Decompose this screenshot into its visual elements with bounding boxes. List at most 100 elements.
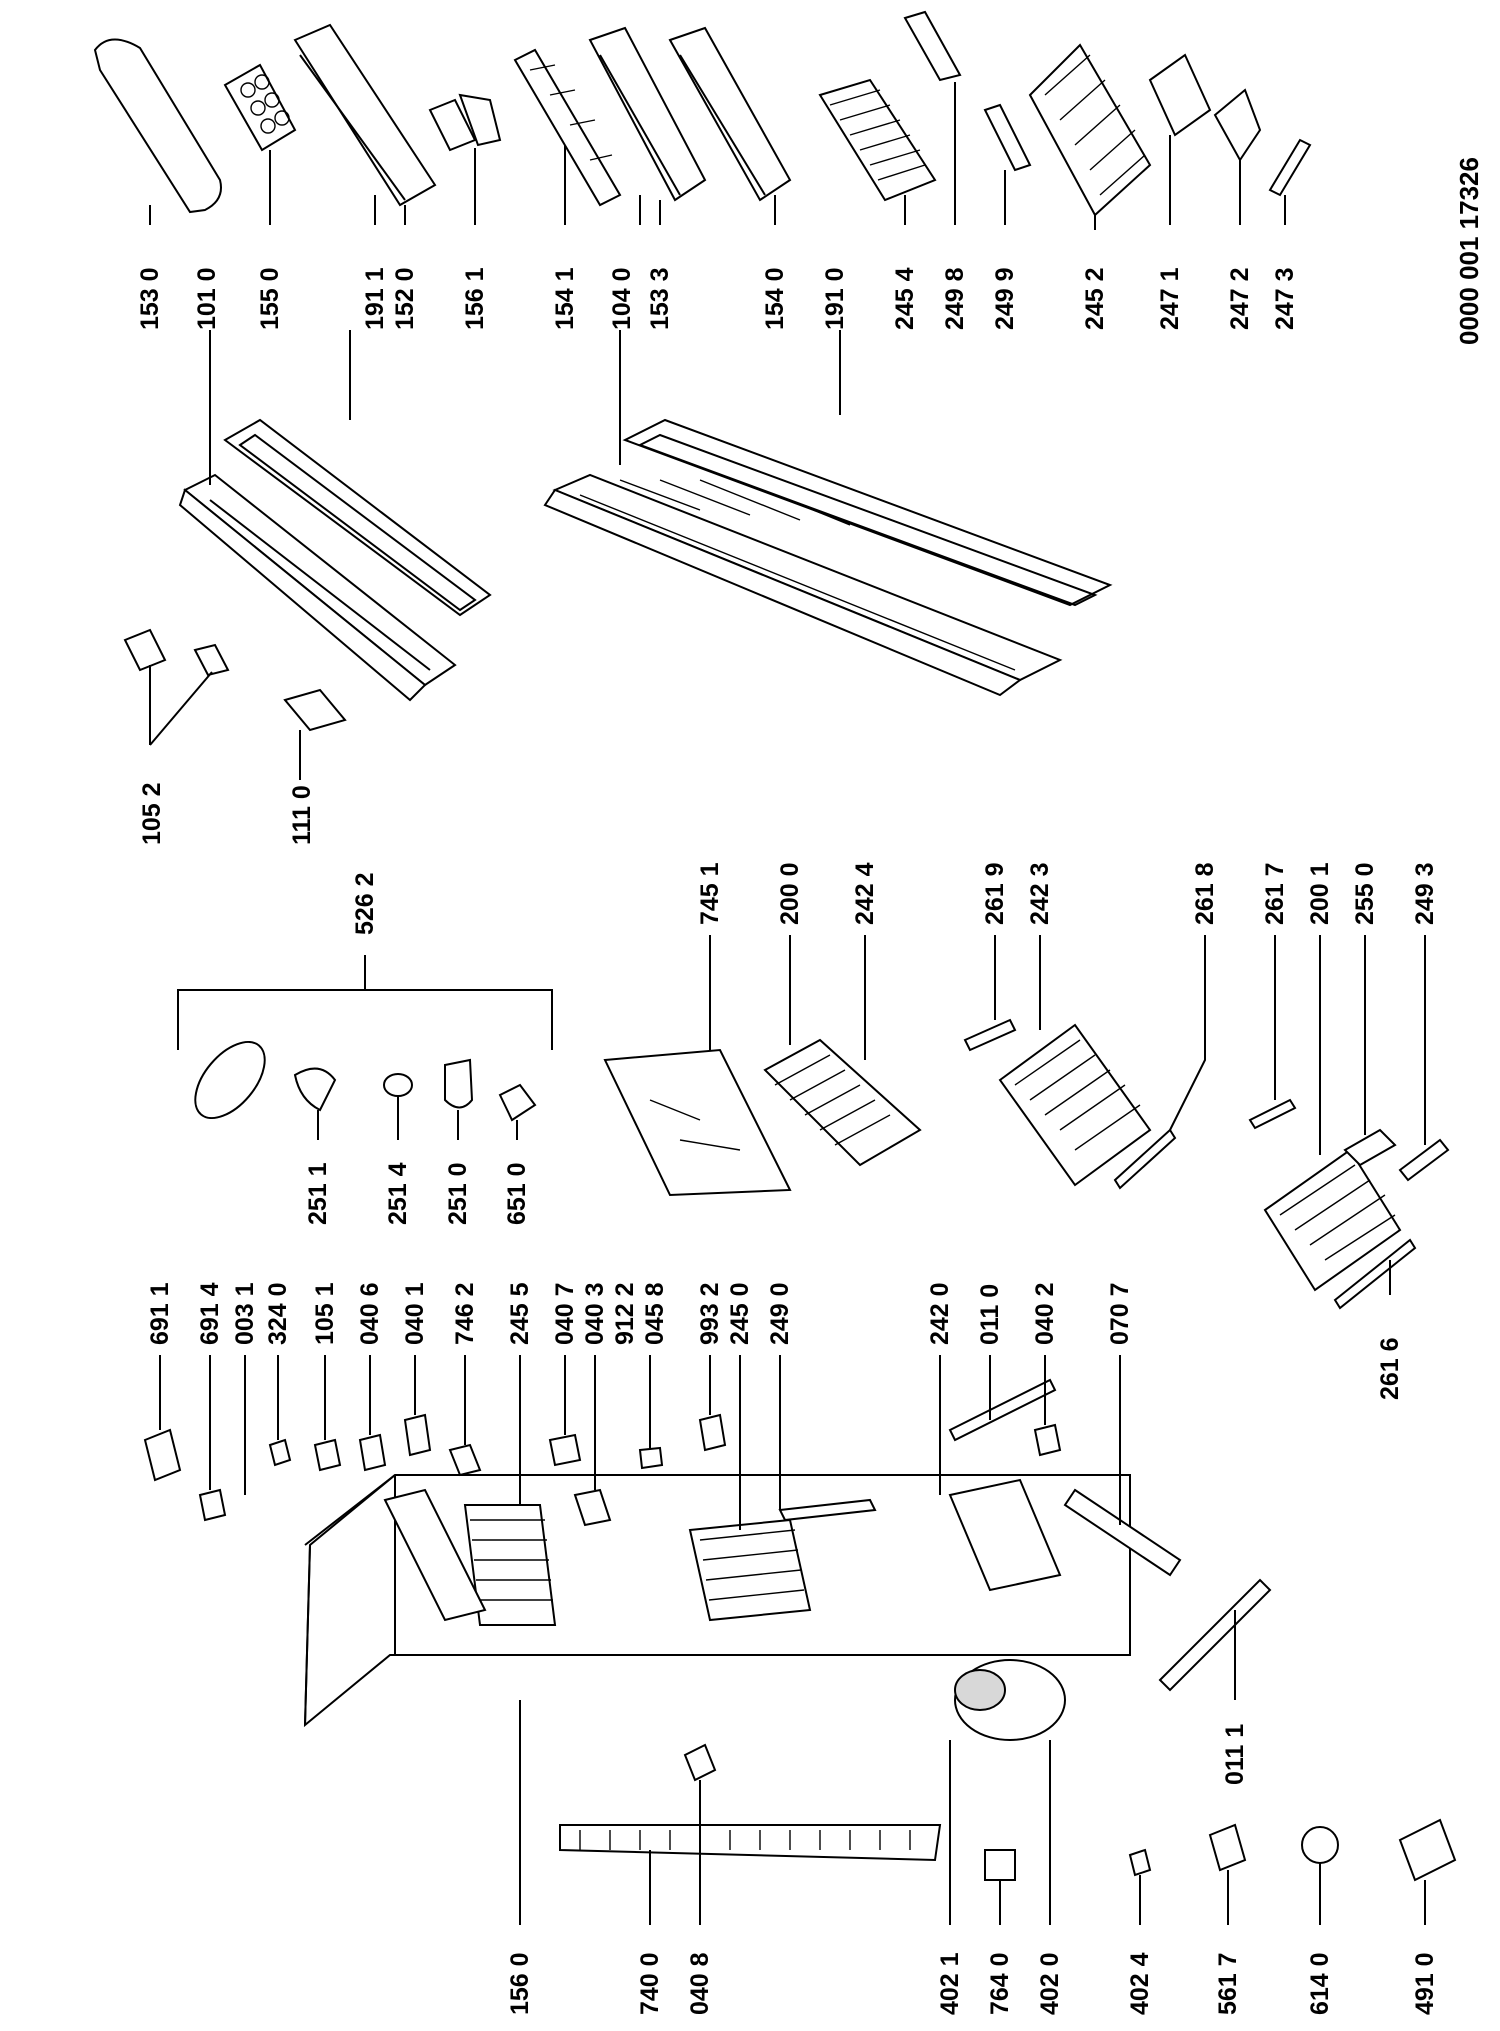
part-261-8-rail [1113,1128,1177,1190]
part-040-8 [683,1743,717,1782]
label-153-0: 153 0 [136,267,164,330]
label-040-3: 040 3 [581,1282,609,1345]
label-156-1: 156 1 [461,267,489,330]
label-242-4: 242 4 [851,862,879,925]
label-651-0: 651 0 [503,1162,531,1225]
label-101-0: 101 0 [193,267,221,330]
label-993-2: 993 2 [696,1282,724,1345]
part-111-0 [283,688,347,732]
doors-group: 105 2 111 0 [123,330,1113,845]
part-247-2 [1213,88,1262,162]
part-251-4 [383,1073,413,1097]
label-324-0: 324 0 [264,1282,292,1345]
label-402-0: 402 0 [1036,1952,1064,2015]
cabinet-group: 691 1 691 4 003 1 324 0 105 1 040 6 040 … [143,1282,1457,2015]
part-746-2 [448,1443,482,1477]
part-691-4 [198,1488,227,1522]
part-242-0-drawer [948,1478,1062,1592]
label-200-1: 200 1 [1306,862,1334,925]
light-and-drawer-group: 526 2 251 1 251 4 251 0 651 0 [177,862,1450,1400]
label-242-0: 242 0 [926,1282,954,1345]
part-993-2 [698,1413,727,1452]
label-255-0: 255 0 [1351,862,1379,925]
label-745-1: 745 1 [696,862,724,925]
part-155-0 [223,63,297,152]
part-105-1 [313,1438,342,1472]
label-111-0: 111 0 [288,785,316,845]
part-651-0 [498,1083,537,1122]
label-152-0: 152 0 [391,267,419,330]
part-402-4 [1128,1848,1152,1877]
door-accessories-group: 153 0 101 0 155 0 191 1 152 0 156 1 154 … [93,10,1484,345]
part-261-7-rail [1248,1098,1297,1130]
part-255-0 [1343,1128,1397,1167]
part-249-8 [903,10,962,82]
label-156-0: 156 0 [506,1952,534,2015]
bracket-526-2 [177,989,553,1050]
part-light-cover [194,1040,266,1120]
part-191-0-gasket [622,418,1113,607]
label-040-7: 040 7 [551,1282,579,1345]
label-691-4: 691 4 [196,1282,224,1345]
label-154-1: 154 1 [551,267,579,330]
label-105-1: 105 1 [311,1282,339,1345]
part-105-2-hinge [123,628,167,672]
part-040-7 [548,1433,582,1467]
part-614-0 [1301,1826,1339,1864]
part-070-7-rail [1063,1488,1182,1577]
label-740-0: 740 0 [636,1952,664,2015]
label-614-0: 614 0 [1306,1952,1334,2015]
label-402-1: 402 1 [936,1952,964,2015]
part-040-3-bracket [573,1488,612,1527]
part-251-1 [293,1067,337,1112]
label-251-4: 251 4 [384,1162,412,1225]
part-200-1-drawer [1263,1148,1402,1292]
label-011-0: 011 0 [976,1284,1004,1345]
part-245-2-shelf [1028,43,1152,217]
label-154-0: 154 0 [761,267,789,330]
part-003-1-panel [383,1488,487,1622]
label-561-7: 561 7 [1214,1952,1242,2015]
label-105-2: 105 2 [138,782,166,845]
label-261-8: 261 8 [1191,862,1219,925]
label-245-4: 245 4 [891,267,919,330]
label-247-2: 247 2 [1226,267,1254,330]
part-251-0 [444,1058,474,1109]
label-261-6: 261 6 [1376,1337,1404,1400]
part-402-0-compressor [954,1659,1066,1741]
label-040-2: 040 2 [1031,1282,1059,1345]
label-251-0: 251 0 [444,1162,472,1225]
label-912-2: 912 2 [611,1282,639,1345]
part-740-0-condenser [559,1824,942,1862]
label-249-8: 249 8 [941,267,969,330]
part-104-0-shelf [588,26,707,202]
label-249-0: 249 0 [766,1282,794,1345]
label-011-1: 011 1 [1221,1724,1249,1785]
document-number: 0000 001 17326 [1454,157,1484,345]
part-153-0 [93,38,222,214]
label-242-3: 242 3 [1026,862,1054,925]
part-261-9-rail [963,1018,1017,1052]
part-040-2 [1033,1423,1062,1457]
label-249-3: 249 3 [1411,862,1439,925]
label-191-1: 191 1 [361,267,389,330]
label-249-9: 249 9 [991,267,1019,330]
label-155-0: 155 0 [256,267,284,330]
part-245-4-wire-shelf [818,78,937,202]
part-011-0-rail [948,1378,1057,1442]
part-191-1-balcony [293,23,437,207]
label-247-1: 247 1 [1156,267,1184,330]
label-402-4: 402 4 [1126,1952,1154,2015]
part-249-0-rail [778,1498,877,1522]
label-045-8: 045 8 [641,1282,669,1345]
label-200-0: 200 0 [776,862,804,925]
part-191-1-gasket [223,418,492,617]
label-491-0: 491 0 [1411,1952,1439,2015]
label-526-2: 526 2 [351,872,379,935]
part-249-3 [1398,1138,1450,1182]
label-070-7: 070 7 [1106,1282,1134,1345]
label-247-3: 247 3 [1271,267,1299,330]
part-040-6 [358,1433,387,1472]
label-153-3: 153 3 [646,267,674,330]
